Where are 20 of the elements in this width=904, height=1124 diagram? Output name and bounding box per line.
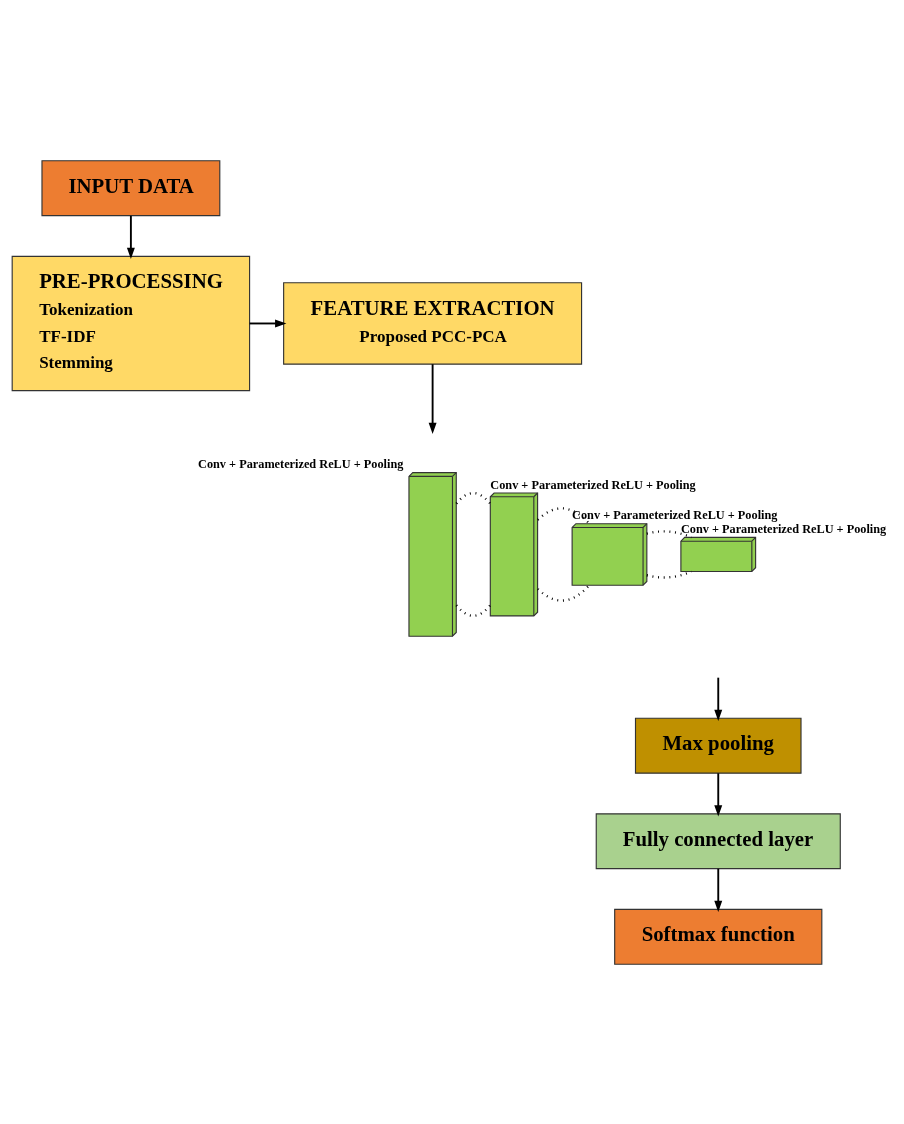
node-box: PRE-PROCESSING Tokenization TF-IDF Stemming (11, 255, 251, 391)
node-label: Conv + Parameterized ReLU + Pooling (680, 521, 887, 536)
connector (455, 604, 492, 617)
node-label: Conv + Parameterized ReLU + Pooling (490, 477, 696, 492)
node-box: Softmax function (614, 908, 823, 965)
node-label: Conv + Parameterized ReLU + Pooling (572, 507, 778, 522)
node-box: Max pooling (634, 717, 802, 774)
node-box: Fully connected layer (595, 812, 841, 869)
arrow (428, 362, 437, 434)
arrow (248, 319, 287, 327)
connector (455, 491, 492, 504)
connector (537, 584, 590, 602)
arrow (126, 214, 135, 259)
node-label: Conv + Parameterized ReLU + Pooling (198, 456, 404, 471)
arrow (714, 867, 723, 912)
arrow (714, 676, 723, 721)
node-box: INPUT DATA (41, 159, 221, 216)
connector (537, 506, 590, 524)
arrow (714, 771, 723, 817)
node-box: FEATURE EXTRACTION Proposed PCC-PCA (283, 281, 583, 365)
